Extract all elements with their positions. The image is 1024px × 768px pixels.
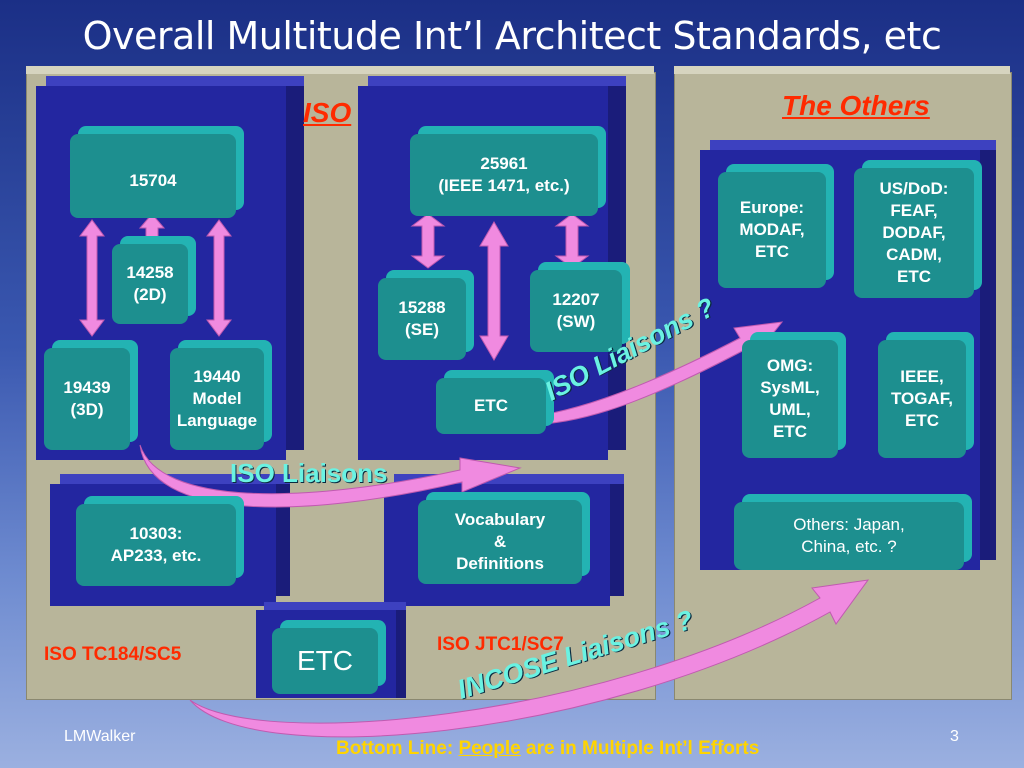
box-15288: 15288 (SE) <box>378 278 466 360</box>
page-number: 3 <box>950 728 959 745</box>
iso-panel-top <box>26 66 654 74</box>
iso-label: ISO <box>303 97 352 128</box>
bottom-line-suffix: are in Multiple Int’l Efforts <box>520 738 760 759</box>
box-12207: 12207 (SW) <box>530 270 622 352</box>
others-block-side <box>980 140 996 560</box>
double-arrow-icon <box>554 213 590 269</box>
box-10303: 10303: AP233, etc. <box>76 504 236 586</box>
up-arrow-icon <box>138 213 166 245</box>
double-arrow-icon <box>410 213 446 269</box>
box-omg: OMG: SysML, UML, ETC <box>742 340 838 458</box>
tc184-block-top <box>46 76 304 86</box>
author-label: LMWalker <box>64 728 136 745</box>
box-19440: 19440 Model Language <box>170 348 264 450</box>
tc184-label: ISO TC184/SC5 <box>44 644 182 665</box>
iso-liaisons-label: ISO Liaisons <box>230 458 388 488</box>
page-title: Overall Multitude Int’l Architect Standa… <box>82 14 942 58</box>
box-vocabulary: Vocabulary & Definitions <box>418 500 582 584</box>
etc-bottom-top <box>264 602 406 610</box>
box-ieee: IEEE, TOGAF, ETC <box>878 340 966 458</box>
double-arrow-icon <box>206 219 232 337</box>
curved-arrow-icon <box>491 321 784 426</box>
bottom-line: Bottom Line: People are in Multiple Int’… <box>336 738 759 760</box>
tc184-block-side <box>286 76 304 450</box>
box-15704: 15704 <box>70 134 236 218</box>
jtc1-label: ISO JTC1/SC7 <box>437 634 564 655</box>
curved-arrow-icon <box>139 444 522 508</box>
box-others-japan: Others: Japan, China, etc. ? <box>734 502 964 570</box>
jtc1-block-top <box>368 76 626 86</box>
box-usdod: US/DoD: FEAF, DODAF, CADM, ETC <box>854 168 974 298</box>
box-25961: 25961 (IEEE 1471, etc.) <box>410 134 598 216</box>
box-etc-bottom: ETC <box>272 628 378 694</box>
box-europe: Europe: MODAF, ETC <box>718 172 826 288</box>
box-14258: 14258 (2D) <box>112 244 188 324</box>
jtc1-lower-top <box>394 474 624 484</box>
box-etc-mid: ETC <box>436 378 546 434</box>
bottom-line-people: People <box>458 738 521 759</box>
bottom-line-prefix: Bottom Line: <box>336 738 459 759</box>
curved-arrow-icon <box>189 579 870 738</box>
others-block-top <box>710 140 996 150</box>
double-arrow-icon <box>79 219 105 337</box>
box-19439: 19439 (3D) <box>44 348 130 450</box>
etc-bottom-side <box>396 602 406 698</box>
others-panel-top <box>674 66 1010 74</box>
jtc1-block-side <box>608 76 626 450</box>
double-arrow-icon <box>479 221 509 361</box>
jtc1-lower-side <box>610 474 624 596</box>
the-others-label: The Others <box>782 90 930 121</box>
